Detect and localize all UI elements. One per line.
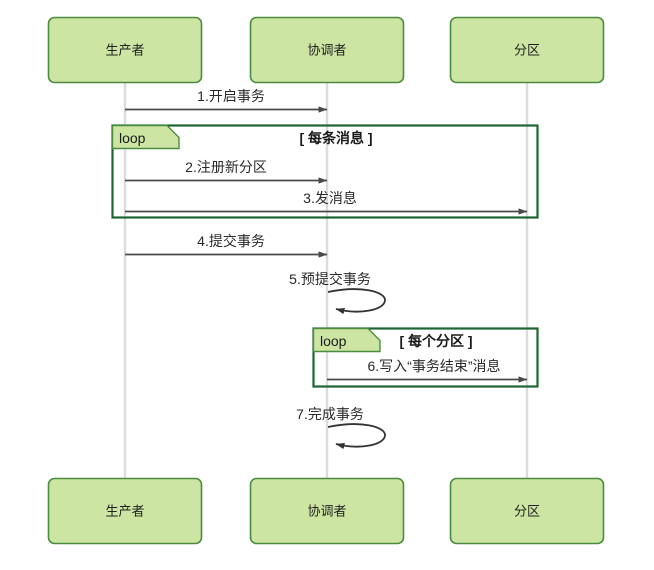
message-2-label: 2.注册新分区 [185,159,267,175]
message-4-label: 4.提交事务 [197,233,265,249]
fragment-loop-each-message[interactable]: loop [ 每条消息 ] [111,124,539,219]
participant-footer-coordinator[interactable]: 协调者 [249,477,405,545]
participant-box-partition[interactable] [449,16,605,84]
message-7[interactable]: 7.完成事务 [296,406,386,450]
participant-box-coordinator-bottom[interactable] [249,477,405,545]
message-5-label: 5.预提交事务 [289,271,371,287]
participant-label-partition: 分区 [514,43,540,58]
message-4[interactable]: 4.提交事务 [125,233,328,258]
fragment-loop-each-message-title: loop [119,130,146,146]
message-2[interactable]: 2.注册新分区 [125,159,328,184]
message-3[interactable]: 3.发消息 [125,190,528,215]
fragment-loop-each-partition-title: loop [320,333,347,349]
participant-label-producer: 生产者 [105,43,144,58]
message-6-label: 6.写入“事务结束”消息 [368,358,501,374]
participant-box-producer-bottom[interactable] [47,477,203,545]
message-5[interactable]: 5.预提交事务 [289,271,386,315]
participant-header-producer[interactable]: 生产者 [47,16,203,84]
message-7-self-loop [327,423,386,450]
fragment-loop-each-partition-frame [312,327,539,388]
fragment-loop-each-partition[interactable]: loop [ 每个分区 ] [312,327,539,388]
fragment-loop-each-message-condition: [ 每条消息 ] [299,130,372,146]
participant-header-partition[interactable]: 分区 [449,16,605,84]
participant-footer-partition[interactable]: 分区 [449,477,605,545]
fragment-loop-each-message-tab [111,124,180,150]
participant-label-coordinator-bottom: 协调者 [307,504,346,519]
fragment-loop-each-partition-tab [312,327,381,353]
message-3-label: 3.发消息 [303,190,357,206]
message-7-label: 7.完成事务 [296,406,364,422]
message-1-label: 1.开启事务 [197,88,265,104]
participant-label-partition-bottom: 分区 [514,504,540,519]
participant-footer-producer[interactable]: 生产者 [47,477,203,545]
participant-box-partition-bottom[interactable] [449,477,605,545]
participant-label-producer-bottom: 生产者 [105,504,144,519]
message-1[interactable]: 1.开启事务 [125,88,328,113]
participant-header-coordinator[interactable]: 协调者 [249,16,405,84]
participant-box-coordinator[interactable] [249,16,405,84]
participant-label-coordinator: 协调者 [307,43,346,58]
fragment-loop-each-partition-condition: [ 每个分区 ] [399,333,472,349]
message-6[interactable]: 6.写入“事务结束”消息 [327,358,528,383]
participant-box-producer[interactable] [47,16,203,84]
message-5-self-loop [327,288,386,315]
fragment-loop-each-message-frame [111,124,539,219]
